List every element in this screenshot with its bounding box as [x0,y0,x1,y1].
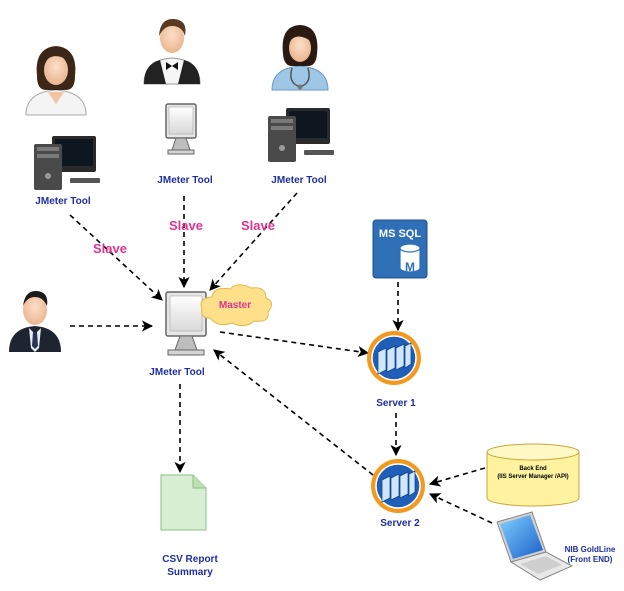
laptop-icon [496,511,574,581]
jmeter-tool-label-master: JMeter Tool [149,367,205,378]
csv-report-label-line1: CSV Report [162,554,218,565]
nib-label-line2: (Front END) [567,555,613,564]
jmeter-tool-label-left: JMeter Tool [35,196,91,207]
slave-label-mid: Slave [169,218,203,233]
db-letter-label: M [405,260,415,274]
arrow-laptop-to-server2 [428,493,493,524]
database-icon [372,219,428,279]
desktop-tower-icon [34,136,100,190]
jmeter-tool-label-mid: JMeter Tool [157,175,213,186]
backend-label-line1: Back End [519,466,547,472]
backend-label-line2: (IIS Server Manager /API) [497,474,569,480]
cloud-icon [200,284,272,327]
database-icon [486,443,580,507]
user-waiter-icon [143,18,201,85]
connection-arrows [69,192,493,524]
ms-sql-label: MS SQL [378,228,422,240]
monitor-icon [165,103,197,155]
server-icon [367,331,421,385]
monitor-icon [165,291,207,356]
arrow-master-to-server1 [219,331,370,358]
user-businessman-icon [9,290,61,352]
jmeter-tool-label-right: JMeter Tool [271,175,327,186]
arrow-right-slave-to-master [209,192,298,291]
slave-label-right: Slave [241,218,275,233]
master-label: Master [218,300,252,311]
arrow-left-slave-to-master [69,214,163,301]
user-nurse-icon [271,25,329,91]
slave-label-left: Slave [93,241,127,256]
arrow-backend-to-server2 [428,467,486,487]
desktop-tower-icon [268,108,334,162]
server-icon [371,459,425,513]
nib-label-line1: NIB GoldLine [564,545,616,554]
server1-label: Server 1 [376,398,416,409]
arrow-server2-to-master [213,349,374,476]
file-icon [160,474,207,531]
user-female-icon [25,46,87,116]
server2-label: Server 2 [380,518,420,529]
csv-report-label-line2: Summary [167,567,213,578]
